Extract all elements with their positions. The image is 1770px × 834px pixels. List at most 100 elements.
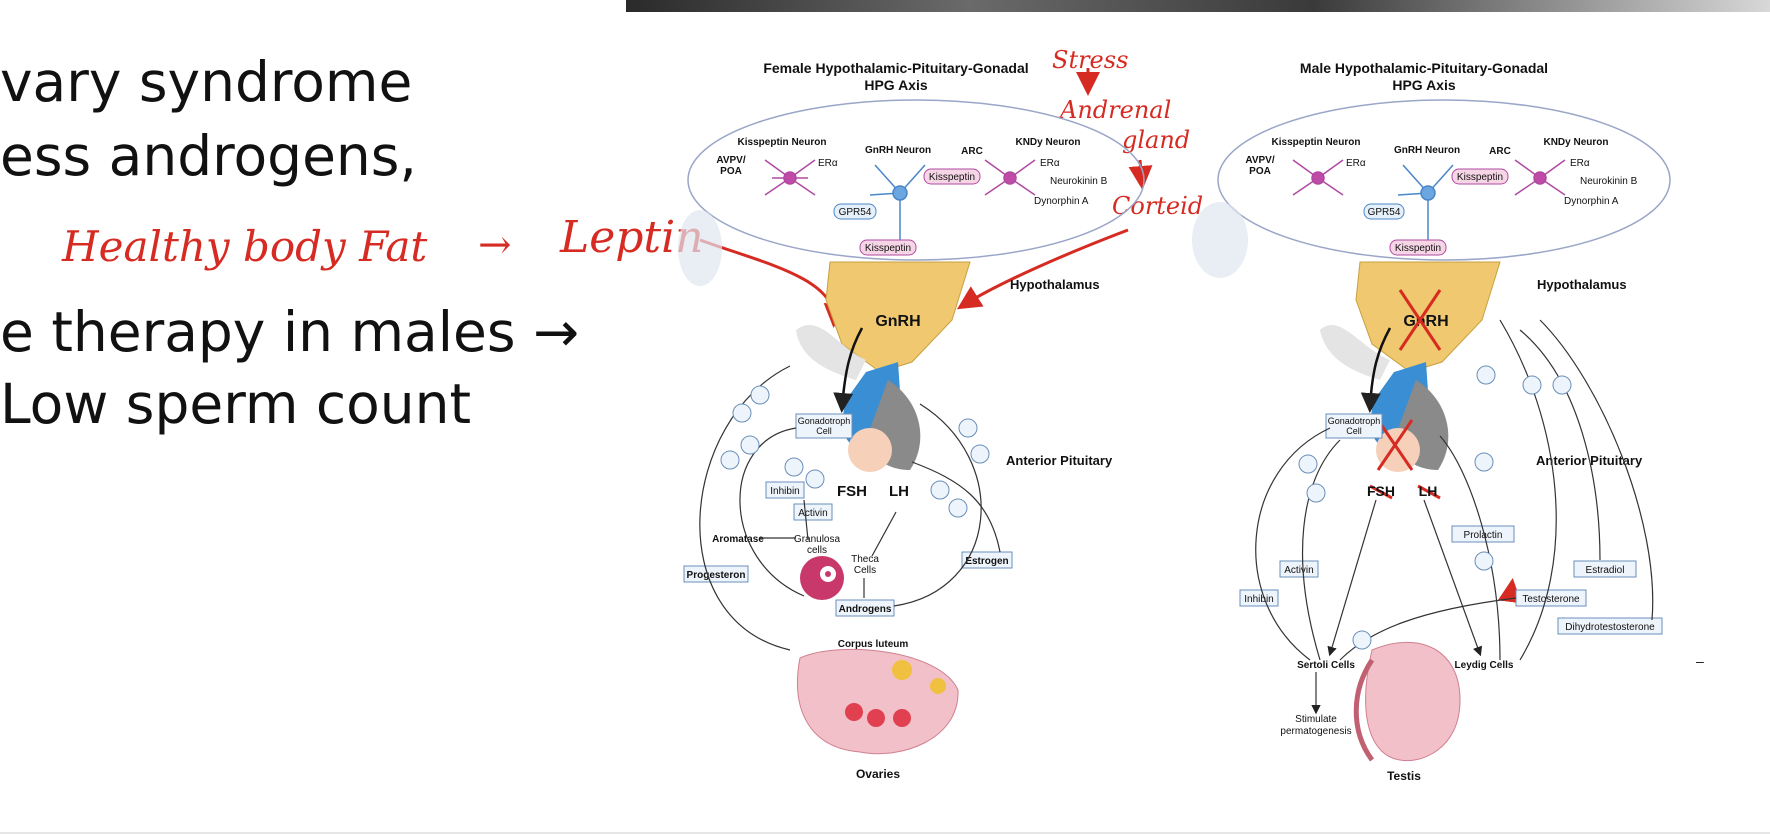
female-anterior-pituitary-gland bbox=[848, 428, 892, 472]
female-kisspeptin-pill bbox=[923, 168, 981, 185]
female-dynorphin: Dynorphin A bbox=[1034, 196, 1089, 207]
male-kisspeptin-neuron-label: Kisspeptin Neuron bbox=[1272, 137, 1361, 148]
female-gonadotroph-line-1: Gonadotroph bbox=[798, 416, 851, 426]
female-title-line-1: Female Hypothalamic-Pituitary-Gonadal bbox=[763, 60, 1028, 76]
female-gnrh-neuron-label: GnRH Neuron bbox=[865, 145, 931, 156]
female-anterior-pituitary-label: Anterior Pituitary bbox=[1006, 453, 1113, 468]
female-gnrh-label: GnRH bbox=[875, 313, 920, 330]
female-activin-text: Activin bbox=[798, 508, 827, 519]
male-avpv-label: AVPV/ bbox=[1245, 155, 1274, 166]
female-theca-line-2: Cells bbox=[854, 565, 876, 576]
female-lh-label: LH bbox=[889, 483, 909, 500]
male-inhibin-text: Inhibin bbox=[1244, 594, 1273, 605]
male-gonadotroph-line-2: Cell bbox=[1346, 426, 1362, 436]
male-lh-label: LH bbox=[1419, 483, 1438, 499]
female-hypothalamus-inset bbox=[687, 99, 1145, 261]
male-gpr54-text: GPR54 bbox=[1368, 207, 1401, 218]
female-aromatase: Aromatase bbox=[712, 534, 764, 545]
annotation-arrow: → bbox=[478, 222, 512, 268]
male-kndy-neuron-icon bbox=[1514, 159, 1566, 196]
female-neurokinin: Neurokinin B bbox=[1050, 176, 1108, 187]
female-kisspeptin-neuron-label: Kisspeptin Neuron bbox=[738, 137, 827, 148]
male-stimulate-line-1: Stimulate bbox=[1295, 714, 1337, 725]
male-estradiol-box bbox=[1573, 560, 1637, 578]
male-title-line-2: HPG Axis bbox=[1392, 77, 1455, 93]
male-activin-box bbox=[1279, 560, 1319, 578]
female-granulosa-line-1: Granulosa bbox=[794, 534, 841, 545]
male-plus-minus-markers bbox=[1298, 365, 1572, 650]
annotation-cortisol: Corteid bbox=[1112, 192, 1204, 220]
female-estrogen-text: Estrogen bbox=[965, 556, 1008, 567]
male-testosterone-text: Testosterone bbox=[1522, 594, 1580, 605]
male-gonadotroph-line-1: Gonadotroph bbox=[1328, 416, 1381, 426]
male-estradiol-text: Estradiol bbox=[1586, 565, 1625, 576]
male-prolactin-text: Prolactin bbox=[1464, 530, 1503, 541]
female-era-2: ERα bbox=[1040, 158, 1060, 169]
annotation-adrenal-1: Andrenal bbox=[1060, 96, 1172, 124]
female-activin-box bbox=[793, 503, 833, 521]
female-ovary-icon bbox=[797, 648, 959, 755]
female-theca-line-1: Theca bbox=[851, 554, 879, 565]
female-title-line-2: HPG Axis bbox=[864, 77, 927, 93]
female-granulosa-line-2: cells bbox=[807, 545, 827, 556]
male-hypothalamus-label: Hypothalamus bbox=[1537, 277, 1627, 292]
female-progesteron-box bbox=[683, 565, 749, 583]
female-ovaries-label: Ovaries bbox=[856, 767, 900, 781]
male-kisspeptin-pill-2-text: Kisspeptin bbox=[1395, 243, 1441, 254]
female-inhibin-box bbox=[765, 481, 805, 499]
female-androgens-box bbox=[835, 599, 895, 617]
male-poa-label: POA bbox=[1249, 166, 1271, 177]
male-brain-outline bbox=[1192, 202, 1248, 278]
male-kisspeptin-neuron-icon bbox=[1292, 159, 1344, 196]
female-gnrh-neuron-icon bbox=[869, 164, 926, 245]
male-gpr54-pill bbox=[1363, 203, 1405, 220]
bullet-1-line-2: ess androgens, bbox=[0, 124, 417, 188]
male-testis-icon bbox=[1365, 641, 1461, 762]
male-stimulate-line-2: permatogenesis bbox=[1280, 726, 1351, 737]
male-testis-label: Testis bbox=[1387, 769, 1421, 783]
female-poa-label: POA bbox=[720, 166, 742, 177]
female-estrogen-box bbox=[961, 551, 1013, 569]
male-activin-text: Activin bbox=[1284, 565, 1313, 576]
male-era-2: ERα bbox=[1570, 158, 1590, 169]
male-kisspeptin-pill-2 bbox=[1389, 239, 1447, 256]
female-hypothalamus-label: Hypothalamus bbox=[1010, 277, 1100, 292]
female-corpus-luteum: Corpus luteum bbox=[838, 639, 909, 650]
annotation-healthy-fat: Healthy body Fat bbox=[62, 222, 428, 271]
female-gnrh-arrow bbox=[833, 327, 864, 413]
female-gonadotroph-line-2: Cell bbox=[816, 426, 832, 436]
male-dht-text: Dihydrotestosterone bbox=[1565, 622, 1655, 633]
female-brain-outline bbox=[678, 210, 722, 286]
female-era-1: ERα bbox=[818, 158, 838, 169]
female-progesteron-text: Progesteron bbox=[687, 570, 746, 581]
bullet-1-line-1: vary syndrome bbox=[0, 50, 413, 114]
male-kisspeptin-pill-text: Kisspeptin bbox=[1457, 172, 1503, 183]
male-gnrh-arrow bbox=[1360, 327, 1392, 413]
male-era-1: ERα bbox=[1346, 158, 1366, 169]
female-arc-label: ARC bbox=[961, 146, 983, 157]
page-dash: – bbox=[1696, 653, 1704, 669]
female-plus-minus-markers bbox=[720, 385, 990, 518]
female-kisspeptin-pill-2 bbox=[859, 239, 917, 256]
male-kndy-neuron-label: KNDy Neuron bbox=[1543, 137, 1608, 148]
male-leydig-label: Leydig Cells bbox=[1455, 660, 1514, 671]
male-inhibin-box bbox=[1239, 589, 1279, 607]
female-gonadotroph-box bbox=[795, 413, 853, 439]
annotation-stress: Stress bbox=[1052, 46, 1129, 74]
female-kisspeptin-pill-2-text: Kisspeptin bbox=[865, 243, 911, 254]
female-gpr54-text: GPR54 bbox=[839, 207, 872, 218]
female-kisspeptin-neuron-icon bbox=[764, 159, 816, 196]
male-sertoli-label: Sertoli Cells bbox=[1297, 660, 1355, 671]
male-panel: Male Hypothalamic-Pituitary-Gonadal HPG … bbox=[1192, 60, 1671, 783]
female-feedback-lines bbox=[699, 365, 1001, 651]
male-gnrh-neuron-icon bbox=[1397, 164, 1454, 245]
slide-text-area: vary syndrome ess androgens, e therapy i… bbox=[0, 0, 600, 834]
male-neurokinin: Neurokinin B bbox=[1580, 176, 1638, 187]
female-kndy-neuron-label: KNDy Neuron bbox=[1015, 137, 1080, 148]
female-gpr54-pill bbox=[833, 203, 877, 220]
female-avpv-label: AVPV/ bbox=[716, 155, 745, 166]
female-fsh-label: FSH bbox=[837, 483, 867, 500]
male-hypothalamus-inset bbox=[1217, 99, 1671, 261]
video-thumbnail-strip bbox=[626, 0, 1770, 12]
